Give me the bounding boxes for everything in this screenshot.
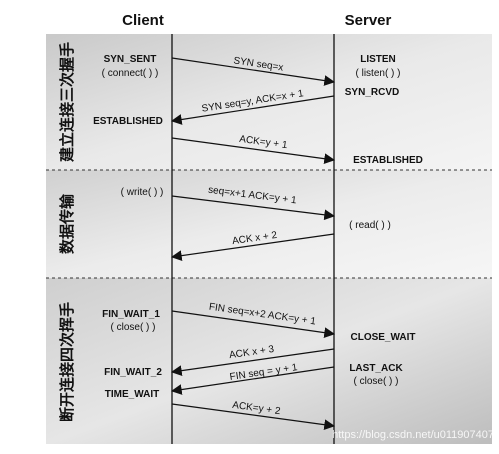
client-state-fin-wait-2: FIN_WAIT_2 [104,367,162,378]
arrow-fin-client [171,310,336,338]
arrow-syn [171,57,336,86]
client-state-established: ESTABLISHED [93,116,163,127]
server-state-listen: LISTEN [360,54,396,65]
server-call-listen: ( listen( ) ) [356,68,401,79]
client-call-connect: ( connect( ) ) [102,68,159,79]
arrow-data [171,195,336,221]
arrow-data-ack [170,233,335,261]
arrow-final-ack [171,403,336,431]
client-state-syn-sent: SYN_SENT [104,54,157,65]
arrow-syn-ack [170,95,335,125]
watermark: https://blog.csdn.net/u011907407 [332,429,494,441]
server-state-established: ESTABLISHED [353,155,423,166]
server-header: Server [345,12,392,29]
client-call-close: ( close( ) ) [111,322,156,333]
client-header: Client [122,12,164,29]
phase-label-transfer: 数据传输 [58,193,76,254]
arrow-fin-server [170,366,335,395]
arrow-ack-fin-client [170,348,335,376]
phase-label-handshake: 建立连接三次握手 [58,42,76,162]
server-state-syn-rcvd: SYN_RCVD [345,87,399,98]
client-state-time-wait: TIME_WAIT [105,389,159,400]
client-state-fin-wait-1: FIN_WAIT_1 [102,309,160,320]
server-call-close: ( close( ) ) [354,376,399,387]
phase-bg-teardown [46,278,492,444]
phase-bg-transfer [46,170,492,278]
arrow-ack [171,137,336,165]
server-call-read: ( read( ) ) [349,220,391,231]
server-state-close-wait: CLOSE_WAIT [350,332,415,343]
server-state-last-ack: LAST_ACK [349,363,403,374]
phase-label-teardown: 断开连接四次挥手 [58,302,76,422]
phase-bg-handshake [46,34,492,170]
client-call-write: ( write( ) ) [121,187,164,198]
